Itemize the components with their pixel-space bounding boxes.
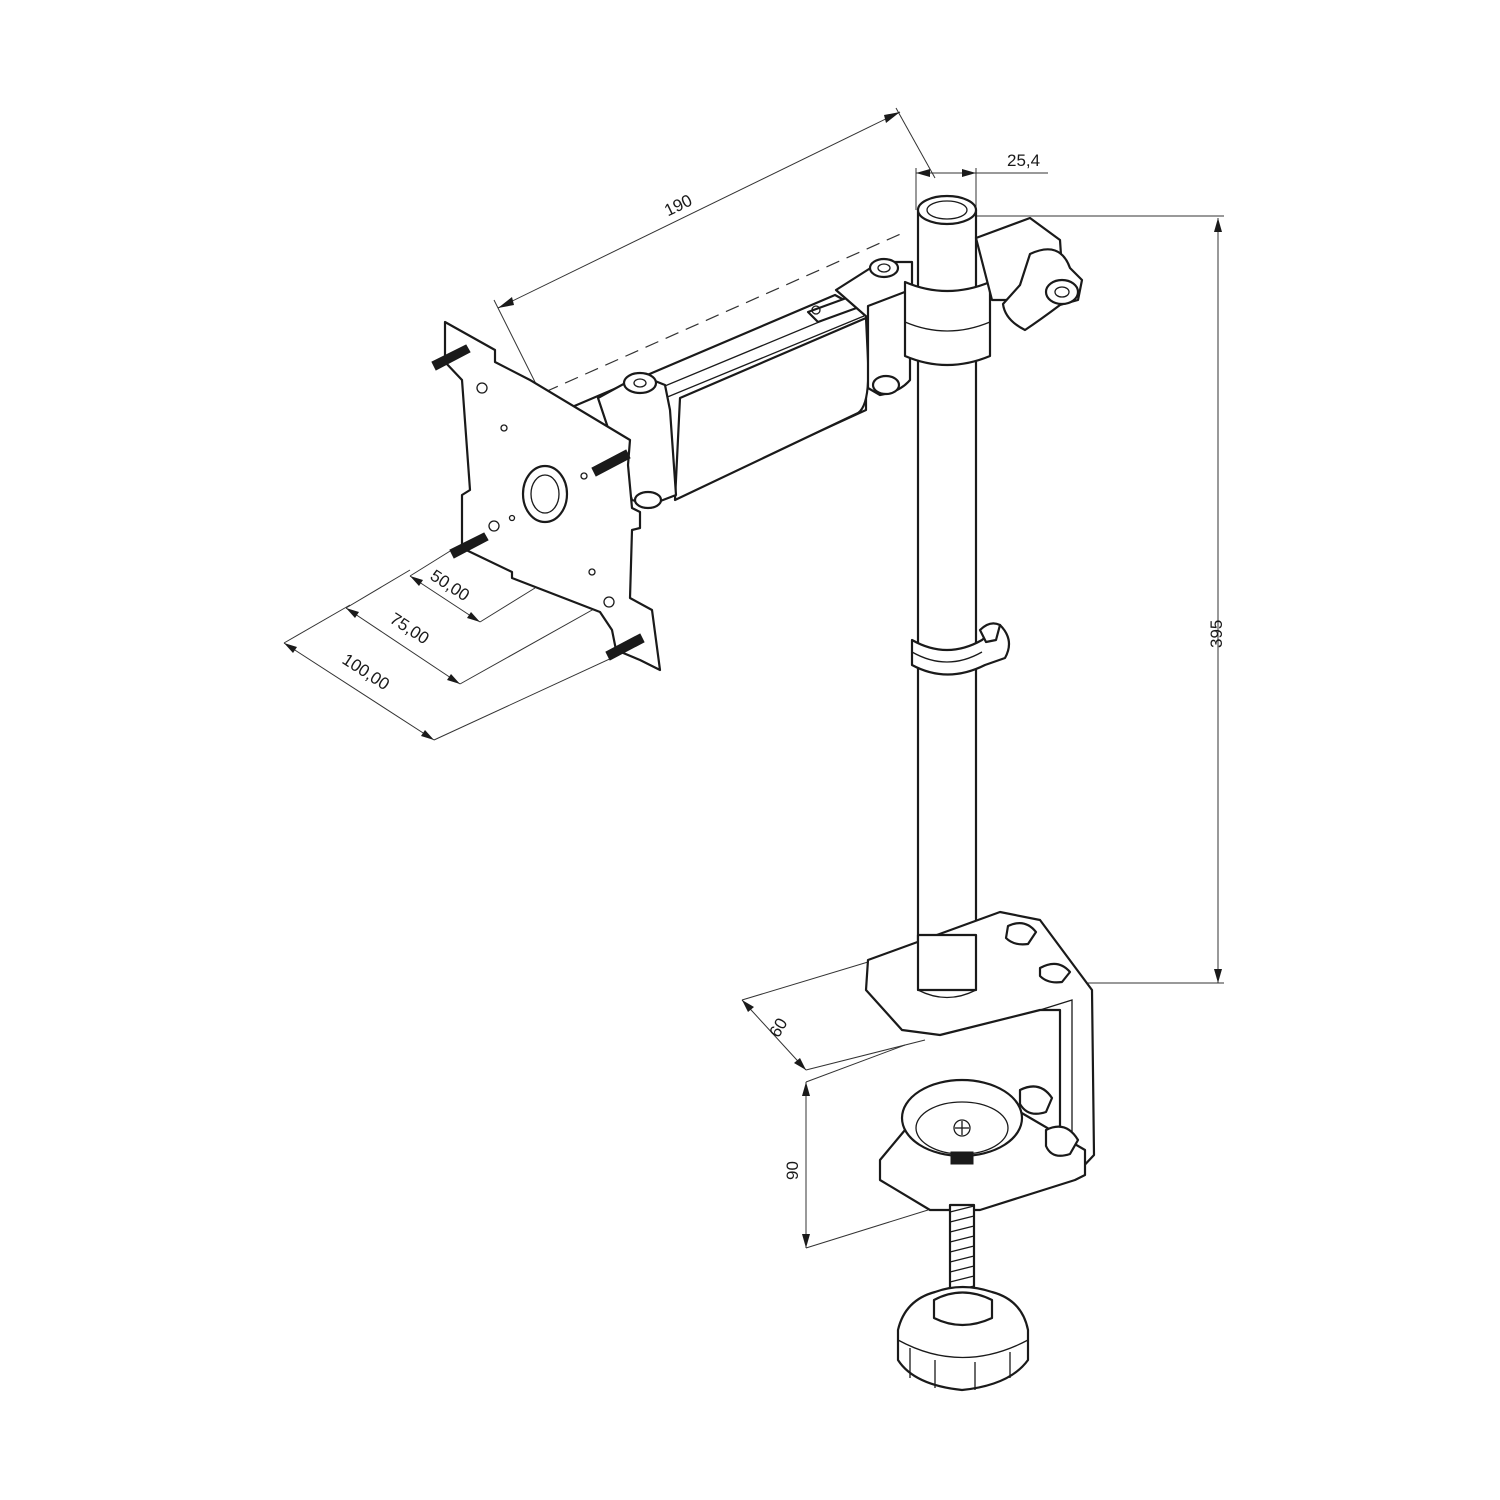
dim-label-clamp-depth: 60 — [765, 1015, 791, 1041]
tilt-joint — [596, 371, 678, 510]
dim-label-vesa-100: 100,00 — [339, 650, 393, 694]
desk-clamp — [864, 910, 1096, 1212]
dim-label-arm-length: 190 — [661, 191, 695, 221]
cable-clip — [910, 622, 1011, 676]
collar-lever-knob — [1001, 248, 1084, 332]
arm-pole-joint — [834, 257, 914, 397]
dim-label-vesa-50: 50,00 — [427, 566, 473, 605]
clamp-pressure-pad — [900, 1078, 1024, 1158]
clamp-screw — [948, 1151, 976, 1302]
dimension-lines — [283, 107, 1224, 1249]
dim-label-clamp-opening: 90 — [783, 1161, 802, 1180]
dim-label-pole-diameter: 25,4 — [1007, 151, 1040, 170]
vesa-plate — [443, 320, 662, 672]
vesa-screws — [431, 344, 645, 661]
clamp-knob — [896, 1285, 1030, 1392]
dim-label-vesa-75: 75,00 — [386, 609, 432, 648]
dim-label-pole-height: 395 — [1207, 620, 1226, 648]
